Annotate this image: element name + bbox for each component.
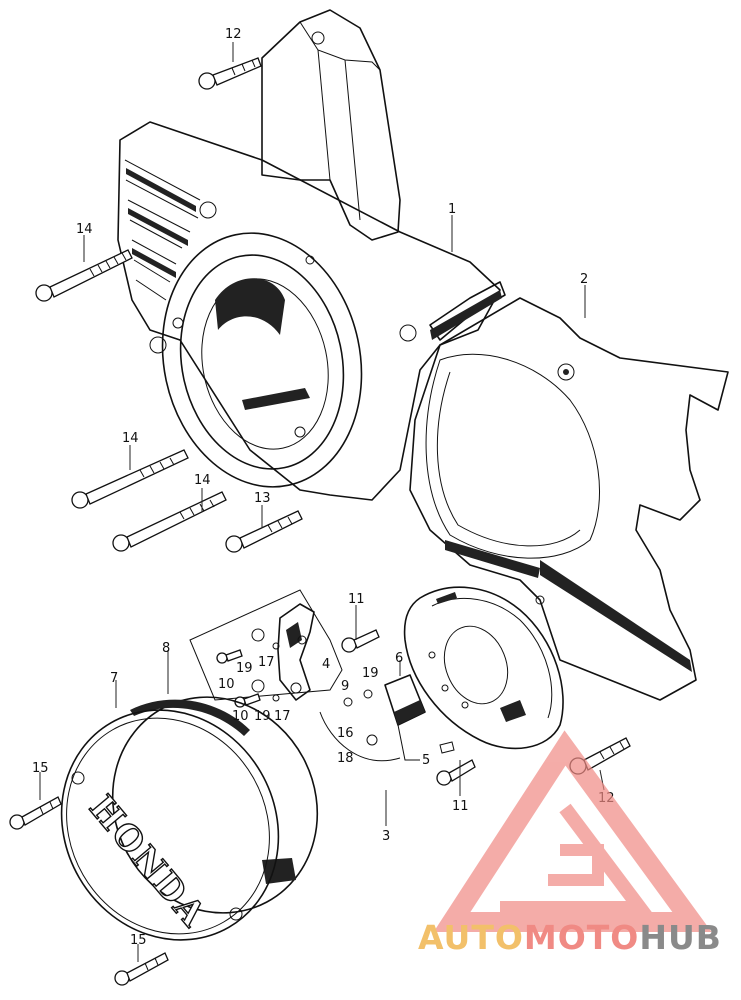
callout-10-upper: 10	[218, 677, 235, 692]
callout-17-lower: 17	[274, 709, 291, 724]
callout-8: 8	[162, 641, 170, 656]
bolt-15-left	[9, 796, 62, 830]
callout-3: 3	[382, 829, 390, 844]
callout-11-upper: 11	[348, 592, 365, 607]
bolt-13	[225, 510, 303, 553]
stator-base-plate-part	[403, 586, 564, 750]
callout-17-upper: 17	[258, 655, 275, 670]
generator-housing-part	[117, 9, 506, 501]
sprocket-cover-part	[409, 297, 729, 701]
callout-4: 4	[322, 657, 330, 672]
bolt-11-lower	[436, 759, 476, 786]
callout-16: 16	[337, 726, 354, 741]
bolt-14-lower	[112, 491, 227, 552]
callout-labels: 12 1 2 14 14 14 13 11 8 7 6 4 10 19 17 1…	[32, 27, 615, 948]
bolt-14-middle	[71, 449, 189, 509]
watermark-hub: HUB	[639, 918, 722, 957]
watermark-logo-icon	[433, 730, 712, 932]
callout-15-bottom: 15	[130, 933, 147, 948]
callout-14-lower: 14	[194, 473, 211, 488]
callout-2: 2	[580, 272, 588, 287]
callout-7: 7	[110, 671, 118, 686]
bolt-15-bottom	[114, 952, 169, 986]
callout-11-lower: 11	[452, 799, 469, 814]
callout-19-upper: 19	[236, 661, 253, 676]
callout-19-right: 19	[362, 666, 379, 681]
callout-18: 18	[337, 751, 354, 766]
bolt-14-upper	[35, 249, 133, 302]
bolt-11-upper	[341, 629, 380, 653]
callout-1: 1	[448, 202, 456, 217]
watermark-text: AUTOMOTOHUB	[418, 918, 722, 957]
callout-13: 13	[254, 491, 271, 506]
callout-14-upper: 14	[76, 222, 93, 237]
callout-19-lower: 19	[254, 709, 271, 724]
callout-15-left: 15	[32, 761, 49, 776]
points-assembly-part	[189, 589, 343, 708]
callout-14-middle: 14	[122, 431, 139, 446]
condenser-part	[319, 674, 455, 762]
callout-12-top: 12	[225, 27, 242, 42]
bolt-12-top	[198, 57, 262, 90]
leader-lines	[39, 42, 605, 962]
callout-6: 6	[395, 651, 403, 666]
cover-honda-lettering: HONDA	[81, 788, 214, 935]
callout-9: 9	[341, 679, 349, 694]
callout-5: 5	[422, 753, 430, 768]
watermark-moto: MOTO	[523, 918, 640, 957]
watermark-auto: AUTO	[418, 918, 524, 957]
callout-10-lower: 10	[232, 709, 249, 724]
